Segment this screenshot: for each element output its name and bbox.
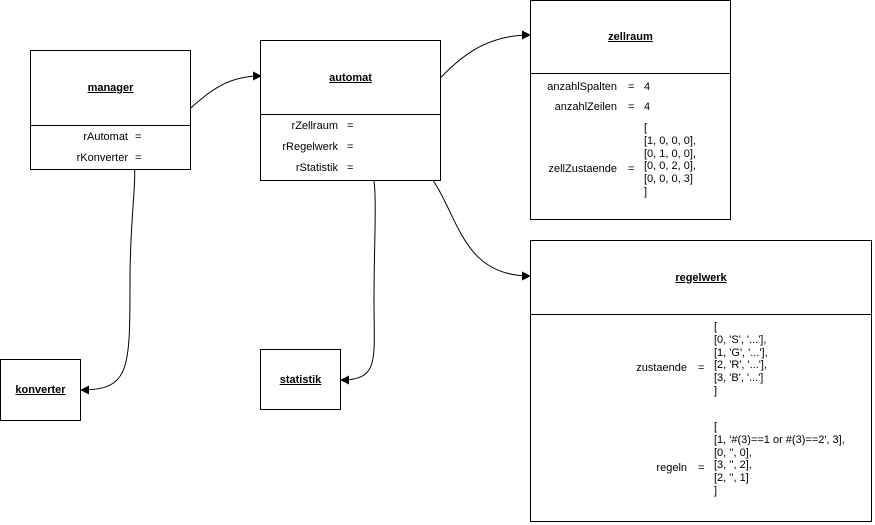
zellraum-attr-value: [ [1, 0, 0, 0], [0, 1, 0, 0], [0, 0, 2, … xyxy=(644,122,696,198)
automat-attr-op: = xyxy=(347,141,354,153)
regelwerk-attr-name: zustaende xyxy=(636,362,687,374)
manager-separator xyxy=(31,125,190,126)
zellraum-attr-value: 4 xyxy=(644,101,651,113)
manager-box[interactable]: manager rAutomat = rKonverter = xyxy=(30,50,191,170)
konverter-title: konverter xyxy=(15,384,66,396)
automat-attr-name: rZellraum xyxy=(291,120,338,132)
automat-attr-name: rStatistik xyxy=(295,162,338,174)
statistik-title: statistik xyxy=(279,373,322,386)
automat-attr-op: = xyxy=(347,120,354,132)
regelwerk-separator xyxy=(531,314,871,315)
zellraum-title: zellraum xyxy=(608,31,653,43)
regelwerk-attr-value: [ [0, 'S', '...'], [1, 'G', '...'], [2, … xyxy=(714,321,768,397)
zellraum-attr-value: 4 xyxy=(644,81,651,93)
regelwerk-attr-op: = xyxy=(698,462,705,474)
regelwerk-attr-name: regeln xyxy=(656,462,687,474)
regelwerk-attr-value: [ [1, '#(3)==1 or #(3)==2', 3], [0, '', … xyxy=(714,421,845,497)
zellraum-attr-op: = xyxy=(628,81,635,93)
regelwerk-box[interactable]: regelwerk zustaende = [ [0, 'S', '...'],… xyxy=(530,240,872,522)
manager-attr-op: = xyxy=(135,131,142,143)
connector-automat-statistik xyxy=(340,166,376,385)
statistik-box[interactable]: statistik xyxy=(260,349,341,410)
manager-attr-name: rAutomat xyxy=(83,131,128,143)
konverter-box[interactable]: konverter xyxy=(0,359,81,421)
zellraum-attr-name: anzahlSpalten xyxy=(547,81,617,93)
zellraum-attr-op: = xyxy=(628,163,635,175)
manager-title: manager xyxy=(87,82,134,94)
zellraum-box[interactable]: zellraum anzahlSpalten = 4 anzahlZeilen … xyxy=(530,0,731,220)
automat-separator xyxy=(261,114,440,115)
automat-attr-op: = xyxy=(347,162,354,174)
zellraum-separator xyxy=(531,73,730,74)
regelwerk-attr-op: = xyxy=(698,362,705,374)
manager-attr-op: = xyxy=(135,152,142,164)
connector-manager-konverter xyxy=(80,156,136,395)
zellraum-attr-name: zellZustaende xyxy=(548,163,618,175)
automat-box[interactable]: automat rZellraum = rRegelwerk = rStatis… xyxy=(260,40,441,181)
zellraum-attr-name: anzahlZeilen xyxy=(554,101,617,113)
manager-attr-name: rKonverter xyxy=(76,152,128,164)
regelwerk-title: regelwerk xyxy=(675,271,727,284)
zellraum-attr-op: = xyxy=(628,101,635,113)
automat-title: automat xyxy=(329,71,372,84)
automat-attr-name: rRegelwerk xyxy=(282,141,338,153)
